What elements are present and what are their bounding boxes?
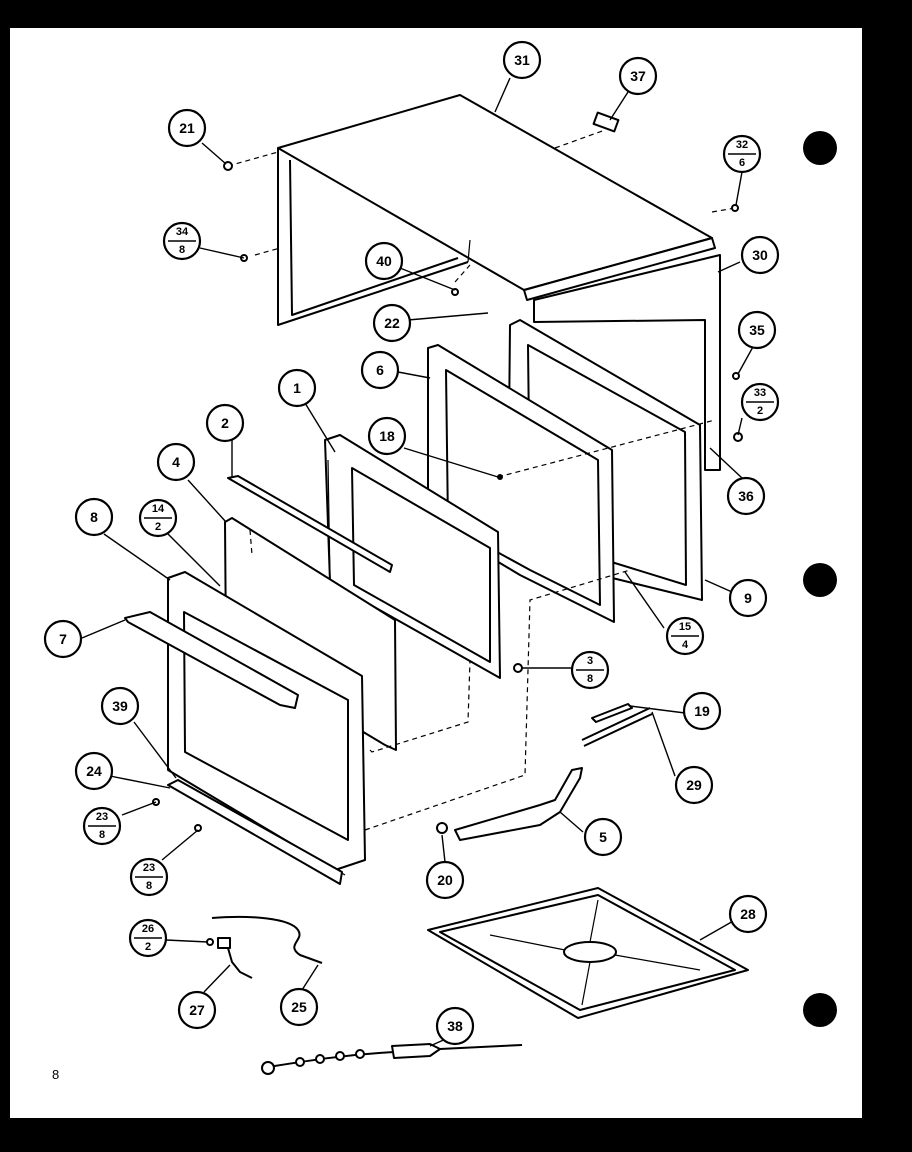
- svg-text:24: 24: [86, 763, 102, 779]
- callout-33-2: 33 2: [740, 382, 780, 422]
- svg-text:36: 36: [738, 488, 754, 504]
- callout-25: 25: [279, 987, 319, 1027]
- callout-35: 35: [737, 310, 777, 350]
- svg-text:2: 2: [757, 405, 763, 417]
- callout-5: 5: [583, 817, 623, 857]
- hinge-pin-19: [591, 703, 633, 723]
- svg-text:28: 28: [740, 906, 756, 922]
- alignment-lines: [227, 129, 736, 831]
- callout-30: 30: [740, 235, 780, 275]
- spring-29: [581, 707, 653, 747]
- svg-text:5: 5: [599, 829, 607, 845]
- callout-9: 9: [728, 578, 768, 618]
- binder-hole-bottom: [803, 993, 837, 1027]
- callout-14-2: 14 2: [138, 498, 178, 538]
- callout-26-2: 26 2: [128, 918, 168, 958]
- svg-text:4: 4: [682, 639, 689, 651]
- svg-text:4: 4: [172, 454, 180, 470]
- svg-text:6: 6: [376, 362, 384, 378]
- callout-6: 6: [360, 350, 400, 390]
- callout-19: 19: [682, 691, 722, 731]
- hinge-arm-5: [454, 767, 583, 841]
- callout-38: 38: [435, 1006, 475, 1046]
- svg-text:35: 35: [749, 322, 765, 338]
- callout-23-8-upper: 23 8: [82, 806, 122, 846]
- side-panel: [533, 254, 721, 471]
- callout-2: 2: [205, 403, 245, 443]
- svg-text:23: 23: [143, 862, 155, 874]
- callout-32-6: 32 6: [722, 134, 762, 174]
- svg-text:31: 31: [514, 52, 530, 68]
- svg-text:38: 38: [447, 1018, 463, 1034]
- callout-15-4: 15 4: [665, 616, 705, 656]
- svg-text:8: 8: [99, 829, 105, 841]
- callout-22: 22: [372, 303, 412, 343]
- svg-text:8: 8: [146, 880, 152, 892]
- callout-23-8-lower: 23 8: [129, 857, 169, 897]
- label-37: [592, 111, 620, 133]
- svg-text:25: 25: [291, 999, 307, 1015]
- callout-24: 24: [74, 751, 114, 791]
- callout-4: 4: [156, 442, 196, 482]
- svg-text:27: 27: [189, 1002, 205, 1018]
- callout-34-8: 34 8: [162, 221, 202, 261]
- svg-text:33: 33: [754, 387, 766, 399]
- svg-text:37: 37: [630, 68, 646, 84]
- svg-text:9: 9: [744, 590, 752, 606]
- svg-text:15: 15: [679, 621, 691, 633]
- svg-text:8: 8: [179, 244, 185, 256]
- callout-3-8: 38: [570, 650, 610, 690]
- callout-28: 28: [728, 894, 768, 934]
- callout-1: 1: [277, 368, 317, 408]
- svg-text:29: 29: [686, 777, 702, 793]
- svg-text:21: 21: [179, 120, 195, 136]
- callout-7: 7: [43, 619, 83, 659]
- callout-37: 37: [618, 56, 658, 96]
- svg-text:34: 34: [176, 226, 189, 238]
- svg-text:39: 39: [112, 698, 128, 714]
- svg-text:18: 18: [379, 428, 395, 444]
- svg-text:14: 14: [152, 503, 165, 515]
- svg-text:32: 32: [736, 139, 748, 151]
- callout-21: 21: [167, 108, 207, 148]
- svg-text:1: 1: [293, 380, 301, 396]
- trim-strip-2: [227, 475, 393, 573]
- callout-40: 40: [364, 241, 404, 281]
- svg-text:7: 7: [59, 631, 67, 647]
- svg-text:8: 8: [90, 509, 98, 525]
- callout-36: 36: [726, 476, 766, 516]
- svg-text:19: 19: [694, 703, 710, 719]
- svg-text:22: 22: [384, 315, 400, 331]
- svg-text:40: 40: [376, 253, 392, 269]
- svg-text:8: 8: [587, 673, 593, 685]
- svg-text:23: 23: [96, 811, 108, 823]
- page-number: 8: [52, 1067, 59, 1082]
- cabinet-wrapper: [277, 94, 716, 326]
- svg-text:26: 26: [142, 923, 154, 935]
- svg-text:20: 20: [437, 872, 453, 888]
- callout-27: 27: [177, 990, 217, 1030]
- callout-18: 18: [367, 416, 407, 456]
- door-handle-7: [124, 611, 299, 709]
- svg-text:30: 30: [752, 247, 768, 263]
- binder-hole-top: [803, 131, 837, 165]
- svg-text:2: 2: [145, 941, 151, 953]
- callout-8: 8: [74, 497, 114, 537]
- svg-text:6: 6: [739, 157, 745, 169]
- callout-39: 39: [100, 686, 140, 726]
- wire-harness-25: [211, 915, 323, 964]
- svg-text:2: 2: [221, 415, 229, 431]
- svg-text:3: 3: [587, 655, 593, 667]
- bottom-trim-24: [167, 779, 343, 885]
- callout-29: 29: [674, 765, 714, 805]
- callout-20: 20: [425, 860, 465, 900]
- callout-31: 31: [502, 40, 542, 80]
- meat-probe-38: [261, 1043, 523, 1075]
- svg-text:2: 2: [155, 521, 161, 533]
- oven-tray-28: [427, 887, 749, 1019]
- leader-lines: [81, 77, 755, 1047]
- binder-hole-middle: [803, 563, 837, 597]
